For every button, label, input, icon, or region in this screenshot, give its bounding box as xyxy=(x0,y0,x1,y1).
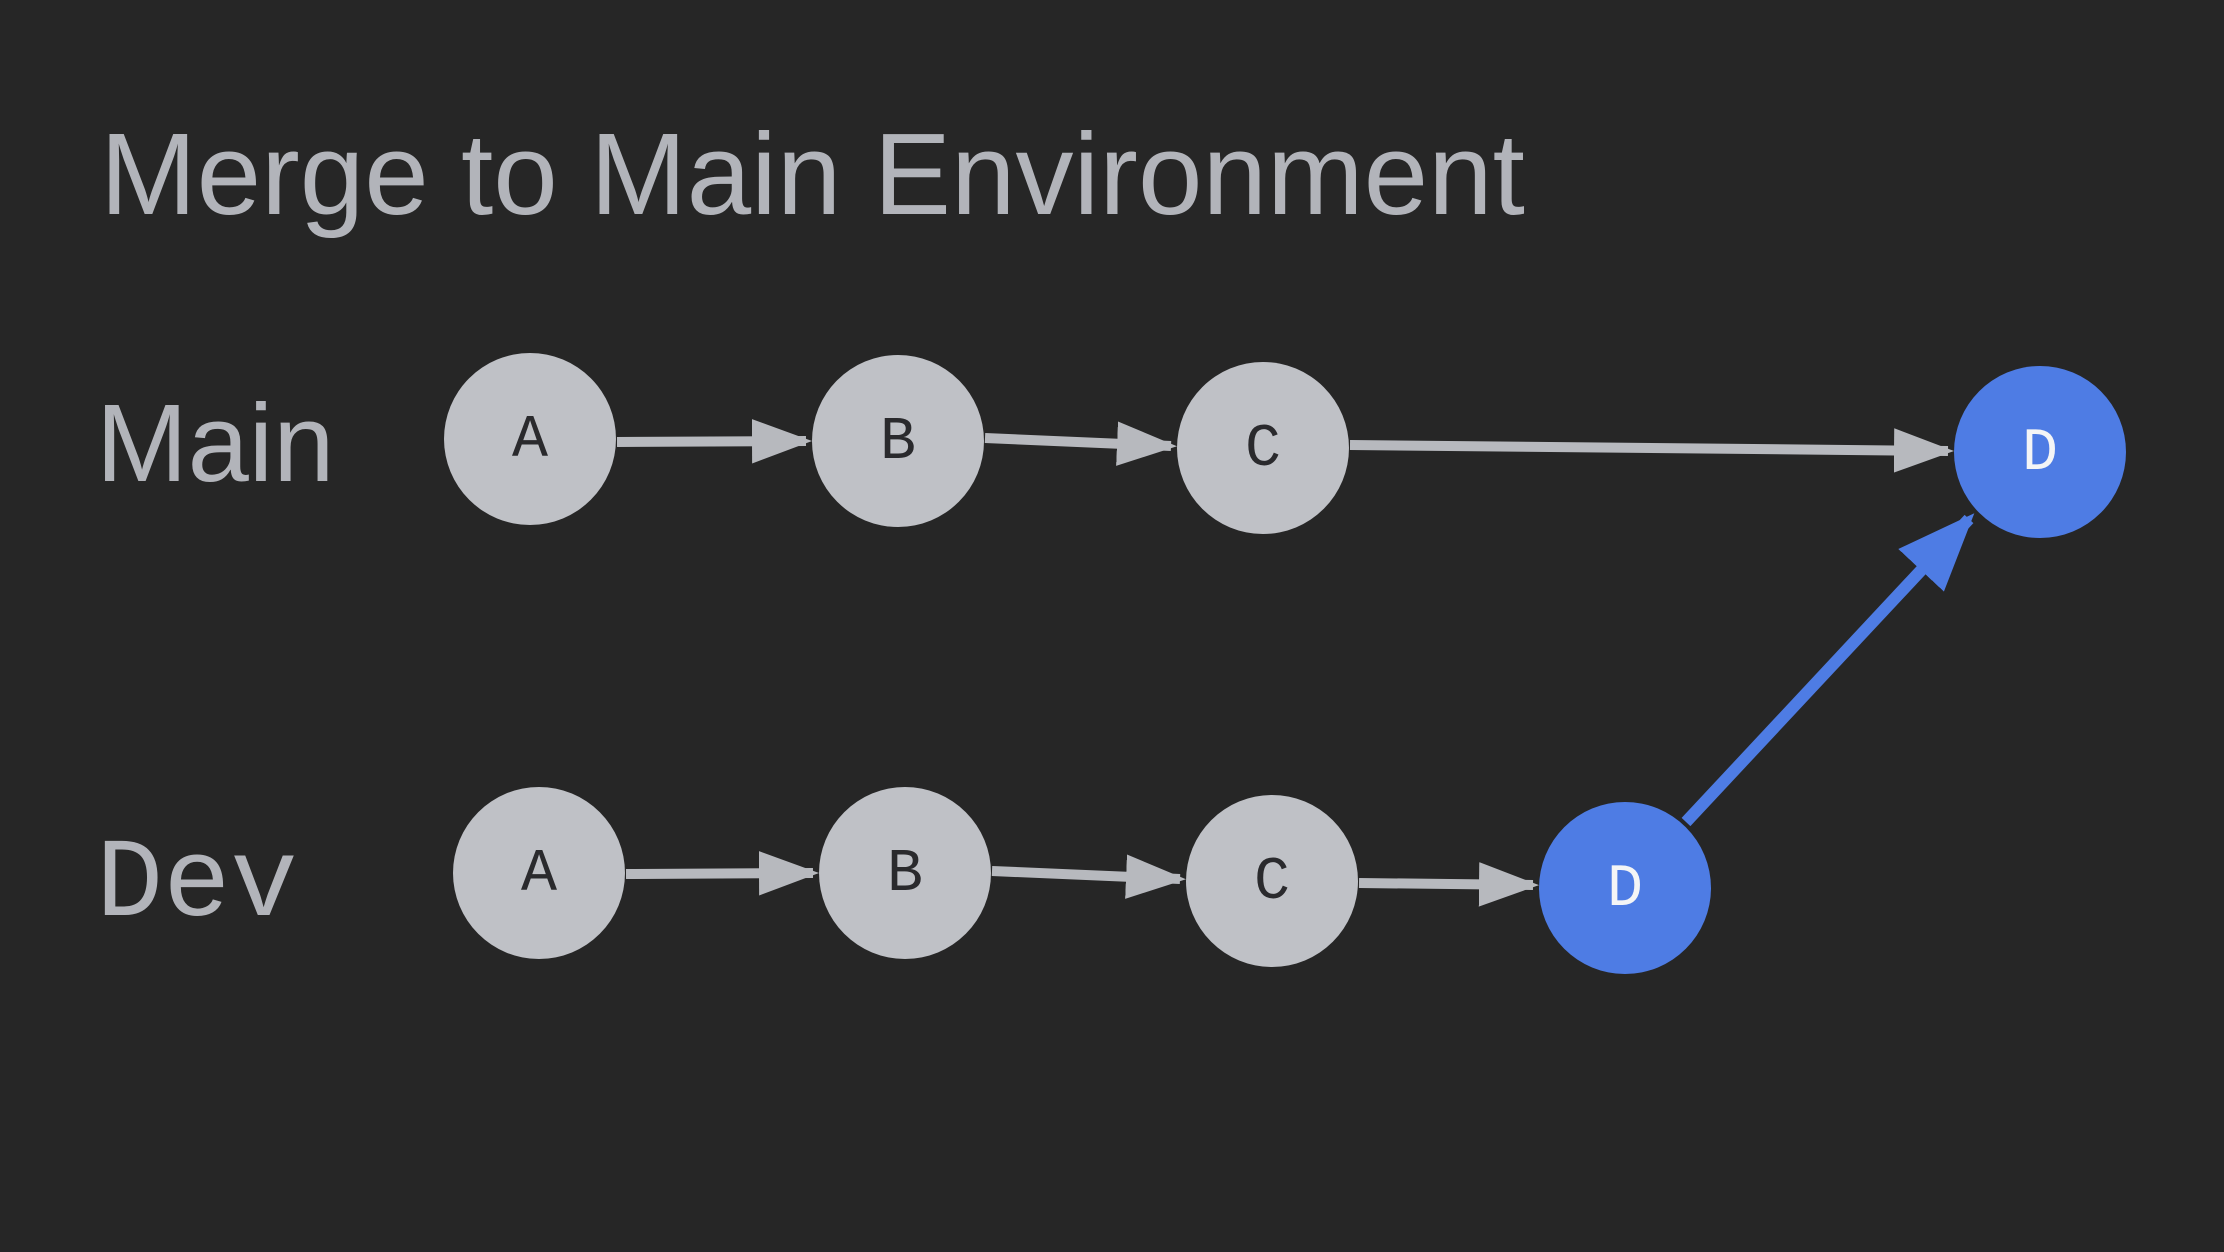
main-commit-c-label: C xyxy=(1245,416,1281,484)
main-commit-d-node-highlighted xyxy=(1954,366,2126,538)
edge-main-c-d xyxy=(1349,428,1954,473)
page-title: Merge to Main Environment xyxy=(100,109,1525,239)
main-commit-a-label: A xyxy=(512,407,548,475)
edge-main-b-c xyxy=(984,421,1177,466)
edge-dev-b-c xyxy=(991,854,1186,899)
main-commit-c-node xyxy=(1177,362,1349,534)
edge-dev-c-d xyxy=(1358,862,1539,907)
main-commit-a-node xyxy=(444,353,616,525)
branch-label-main: Main xyxy=(96,382,334,505)
main-commit-b-node xyxy=(812,355,984,527)
dev-commit-d-label: D xyxy=(1607,856,1643,924)
edge-main-a-b xyxy=(616,419,812,464)
edge-merge-dev-d-to-main-d xyxy=(1681,513,1975,827)
main-commit-d-label: D xyxy=(2022,420,2058,488)
dev-commit-a-node xyxy=(453,787,625,959)
branch-label-dev: Dev xyxy=(96,822,298,949)
dev-commit-b-label: B xyxy=(887,841,923,909)
dev-commit-c-node xyxy=(1186,795,1358,967)
dev-commit-a-label: A xyxy=(521,841,557,909)
dev-commit-b-node xyxy=(819,787,991,959)
main-commit-b-label: B xyxy=(880,409,916,477)
dev-commit-c-label: C xyxy=(1254,849,1290,917)
dev-commit-d-node-highlighted xyxy=(1539,802,1711,974)
edge-dev-a-b xyxy=(625,851,819,896)
